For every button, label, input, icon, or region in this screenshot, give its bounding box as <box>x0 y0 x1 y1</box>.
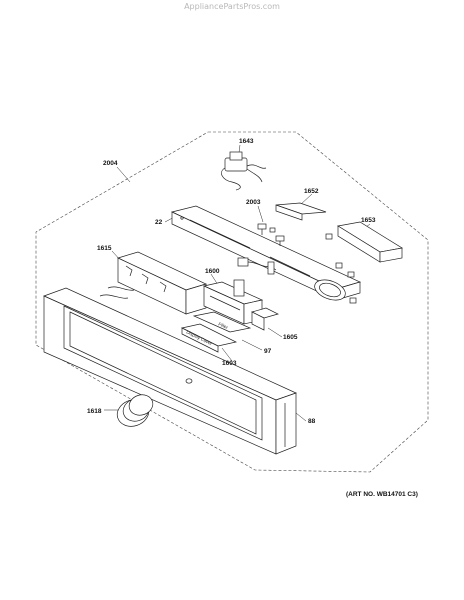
callout-1600: 1600 <box>205 268 220 275</box>
art-number: (ART NO. WB14701 C3) <box>346 491 418 498</box>
clips <box>325 233 357 304</box>
bracket-1605 <box>251 307 279 331</box>
control-panel-88 <box>43 287 297 455</box>
transformer-1643 <box>221 151 267 191</box>
filter-text: Filter <box>218 321 230 330</box>
cable <box>237 257 277 275</box>
callout-labels: 2004 1643 1652 2003 22 1653 1615 1600 16… <box>87 138 376 425</box>
callout-1603: 1603 <box>222 360 237 367</box>
callout-1618: 1618 <box>87 408 102 415</box>
callout-1615: 1615 <box>97 245 112 252</box>
callout-1652: 1652 <box>304 188 319 195</box>
connectors-2003 <box>257 223 285 246</box>
harness-board-1615 <box>99 251 207 315</box>
assembly-boundary <box>35 131 429 473</box>
callout-88: 88 <box>308 418 316 425</box>
callout-1643: 1643 <box>239 138 254 145</box>
filter-label-97: Filter <box>192 311 252 333</box>
callout-1653: 1653 <box>361 217 376 224</box>
knob-1618 <box>116 394 154 427</box>
display-cover-1603: Display Cover <box>180 323 238 353</box>
callout-22: 22 <box>155 219 163 226</box>
callout-1605: 1605 <box>283 334 298 341</box>
watermark-text: AppliancePartsPros.com <box>184 2 280 11</box>
callout-2003: 2003 <box>246 199 261 206</box>
panel-1653 <box>337 221 403 263</box>
back-bracket-22 <box>170 205 361 301</box>
callout-2004: 2004 <box>103 160 118 167</box>
cover-plate-1652 <box>275 202 327 221</box>
callout-97: 97 <box>264 348 272 355</box>
